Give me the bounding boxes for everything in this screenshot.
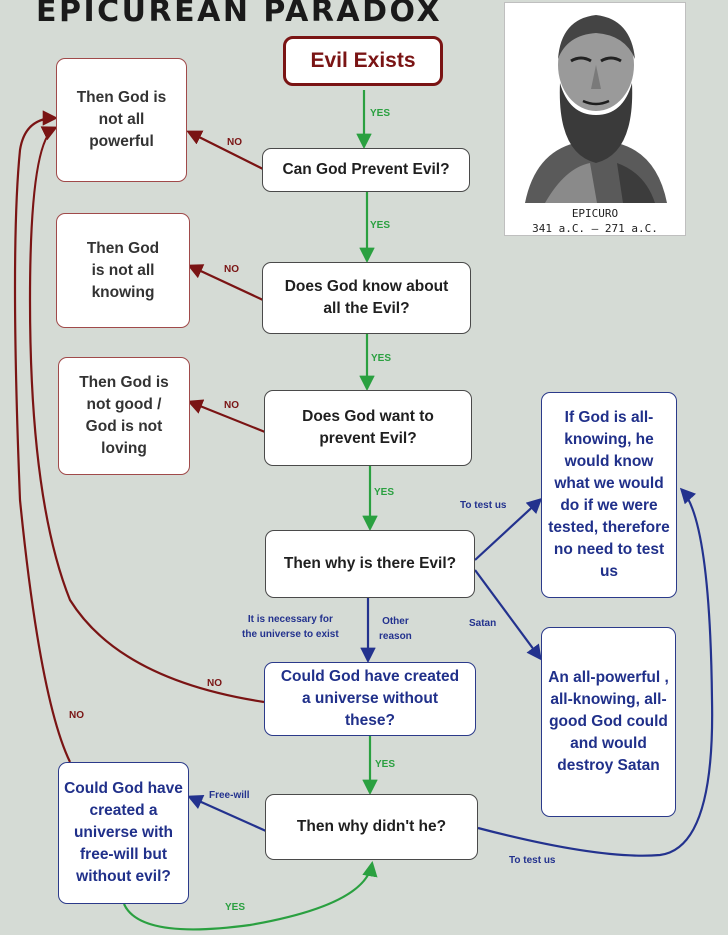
branch-label-satan: Satan — [469, 618, 497, 629]
yes-label: YES — [370, 220, 391, 231]
branch-connectors — [187, 487, 714, 857]
no-label: NO — [207, 678, 222, 689]
yes-label: YES — [370, 108, 391, 119]
philosopher-bust-icon — [525, 15, 667, 203]
branch-label-necessary: It is necessary for the universe to exis… — [242, 612, 339, 642]
node-not-all-knowing: Then God is not all knowing — [56, 213, 190, 328]
node-not-all-powerful: Then God is not all powerful — [56, 58, 187, 182]
no-label: NO — [224, 400, 239, 411]
no-label: NO — [224, 264, 239, 275]
node-evil-exists: Evil Exists — [283, 36, 443, 86]
branch-label-free-will: Free-will — [209, 790, 250, 801]
yes-label: YES — [375, 759, 396, 770]
yes-label: YES — [225, 902, 246, 913]
branch-label-test-us: To test us — [460, 500, 507, 511]
branch-label-test-us: To test us — [509, 855, 556, 866]
node-why-evil: Then why is there Evil? — [265, 530, 475, 598]
yes-label: YES — [374, 487, 395, 498]
no-label: NO — [227, 137, 242, 148]
branch-label-other-reason: Other reason — [379, 614, 412, 644]
node-not-good: Then God is not good / God is not loving — [58, 357, 190, 475]
node-why-didnt-he: Then why didn't he? — [265, 794, 478, 860]
branch-label-necessary-line: the universe to exist — [242, 629, 339, 640]
node-test-us-rebuttal: If God is all-knowing, he would know wha… — [541, 392, 677, 598]
node-satan-rebuttal: An all-powerful , all-knowing, all-good … — [541, 627, 676, 817]
portrait-dates: 341 a.C. — 271 a.C. — [532, 222, 658, 235]
portrait-name: EPICURO — [571, 207, 619, 220]
node-could-god-create: Could God have created a universe withou… — [264, 662, 476, 736]
yes-connectors — [122, 90, 378, 931]
epicurus-portrait: EPICURO 341 a.C. — 271 a.C. — [504, 2, 686, 236]
node-does-god-want: Does God want to prevent Evil? — [264, 390, 472, 466]
no-label: NO — [69, 710, 84, 721]
page-title: EPICUREAN PARADOX — [36, 0, 443, 29]
branch-label-necessary-line: It is necessary for — [247, 614, 333, 625]
node-can-god-prevent: Can God Prevent Evil? — [262, 148, 470, 192]
node-does-god-know: Does God know about all the Evil? — [262, 262, 471, 334]
no-connectors — [13, 110, 266, 763]
branch-label-other-line: Other — [382, 616, 409, 627]
branch-label-other-line: reason — [379, 631, 412, 642]
yes-label: YES — [371, 353, 392, 364]
node-freewill-question: Could God have created a universe with f… — [58, 762, 189, 904]
